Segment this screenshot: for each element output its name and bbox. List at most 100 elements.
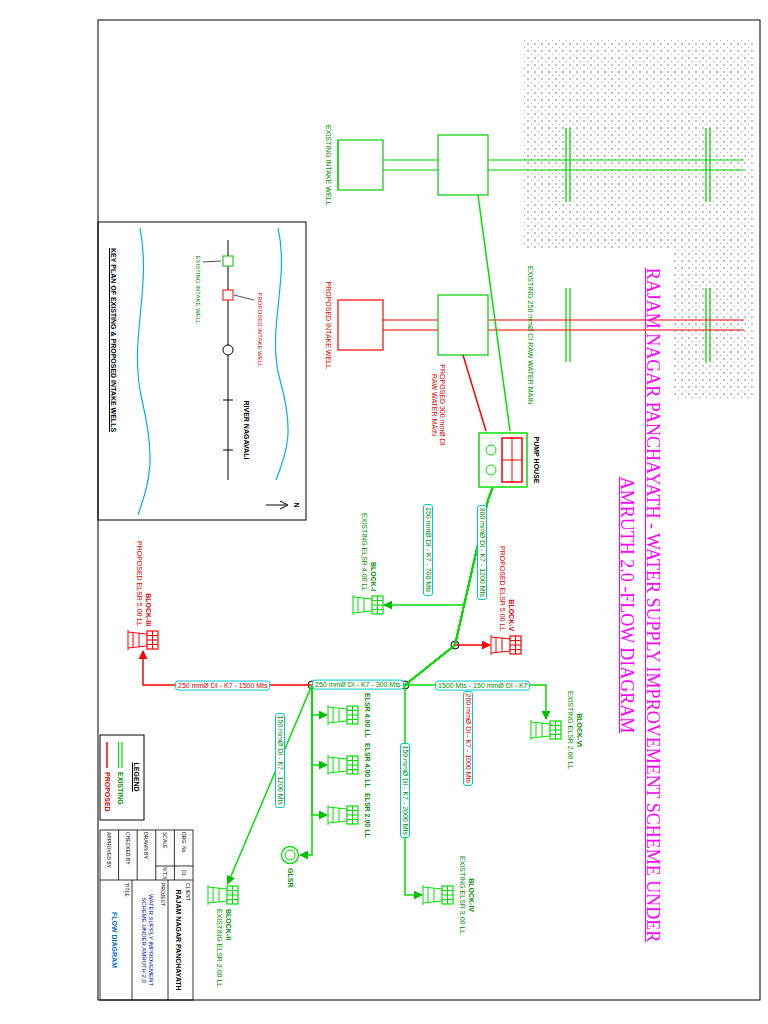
pump-house-symbol (478, 432, 528, 488)
node-heading: ELSR 4.00 LL (362, 693, 371, 738)
node-text-group: BLOCK-IIEXISTING ELSR 2.00 LL (214, 909, 232, 987)
node-symbol (327, 704, 359, 726)
node-symbol (423, 884, 455, 906)
reservoir-node: BLOCK-IVEXISTING ELSR 3.00 LL (423, 856, 476, 934)
reservoir-symbol (352, 594, 384, 616)
pipe-label: 250 mmØ DI - K7 - 300 Mts (312, 680, 404, 690)
structure-label: PROPOSED INTAKE WELL (324, 282, 332, 369)
reservoir-symbol (423, 884, 455, 906)
node-symbol (352, 594, 384, 616)
node-text-group: GLSR (286, 868, 295, 887)
node-text-group: ELSR 4.00 LL (362, 743, 371, 788)
reservoir-node: ELSR 4.00 LL (327, 693, 371, 738)
title-block-field: PROJECT (160, 883, 166, 906)
reservoir-node: ELSR 4.00 LL (327, 743, 371, 788)
title-block-field: DRG. No. (181, 832, 187, 854)
node-heading: BLOCK-III (143, 593, 152, 626)
node-symbol (531, 719, 563, 741)
title-block-field: CHECKED BY (125, 832, 131, 865)
node-heading: BLOCK-VI (574, 713, 583, 747)
reservoir-node: ELSR 2.00 LL (327, 793, 371, 838)
node-symbol (280, 845, 300, 865)
node-text-group: BLOCK-VIEXISTING ELSR 2.00 LL (566, 691, 584, 769)
pipeline (405, 488, 546, 719)
raw-water-main (478, 195, 510, 431)
legend-heading: LEGEND (132, 763, 140, 792)
pipe-note: PROPOSED 300 mmØ DI RAW WATER MAIN (430, 358, 447, 453)
title-block-field: CLIENT (185, 883, 191, 901)
node-symbol (327, 804, 359, 826)
pipe-label: 300 mmØ DI - K7 - 1200 Mts (477, 505, 487, 600)
node-text-group: BLOCK-VPROPOSED ELSR 5.00 LL (497, 546, 515, 631)
node-heading: BLOCK-II (223, 909, 232, 940)
title-block-value: RAJAM NAGAR PANCHAYATH (174, 890, 182, 991)
pipe-label: 150 mmØ DI - K7 - 700 Mts (423, 504, 433, 596)
legend-text: PROPOSED (103, 772, 111, 812)
reservoir-symbol (207, 884, 239, 906)
reservoir-symbol (127, 629, 159, 651)
node-symbol (490, 634, 522, 656)
reservoir-symbol (327, 704, 359, 726)
node-symbol (127, 629, 159, 651)
title-block-field: APPROVED BY (106, 832, 112, 868)
node-text-group: BLOCK-IIIPROPOSED ELSR 5.00 LL (134, 541, 152, 626)
sump-node: GLSR (280, 845, 300, 887)
reservoir-node: BLOCK-IIEXISTING ELSR 2.00 LL (207, 884, 239, 987)
node-detail: PROPOSED ELSR 5.00 LL (134, 541, 143, 626)
title-block (100, 830, 193, 1000)
node-detail: EXISTING ELSR 2.00 LL (566, 691, 575, 769)
node-heading: BLOCK-IV (466, 878, 475, 912)
pipeline (384, 488, 493, 605)
node-symbol (478, 432, 528, 488)
node-detail: PROPOSED ELSR 5.00 LL (497, 546, 506, 631)
key-plan-title: KEY PLAN OF EXISTING & PROPOSED INTAKE W… (109, 248, 117, 432)
legend-box (100, 735, 144, 820)
node-text-group: ELSR 4.00 LL (362, 693, 371, 738)
node-heading: PUMP HOUSE (531, 437, 540, 484)
node-symbol (327, 754, 359, 776)
pipe-label: 200 mmØ DI - K7 - 1000 Mts (463, 691, 473, 786)
title-block-value: WATER SUPPLY IMPROVEMENT SCHEME UNDER AM… (140, 884, 154, 996)
raw-water-main (463, 355, 486, 431)
node-detail: EXISTING ELSR 2.00 LL (214, 909, 223, 987)
node-text-group: BLOCK-IEXISTING ELSR 4.00 LL (359, 513, 377, 591)
reservoir-symbol (490, 634, 522, 656)
reservoir-node: BLOCK-VIEXISTING ELSR 2.00 LL (531, 691, 584, 769)
pipe-label: 250 mmØ DI - K7 - 1500 Mts (175, 680, 270, 690)
pipeline (300, 488, 493, 855)
sump-symbol (280, 845, 300, 865)
diagram-title: RAJAM NAGAR PANCHAYATH - WATER SUPPLY IM… (614, 255, 666, 955)
key-plan-label: EXISTING INTAKE WELL (194, 256, 201, 325)
key-plan (98, 222, 306, 520)
reservoir-node: BLOCK-IIIPROPOSED ELSR 5.00 LL (127, 541, 159, 651)
reservoir-node: BLOCK-VPROPOSED ELSR 5.00 LL (490, 546, 522, 656)
title-block-field: DRAWN BY (144, 832, 150, 859)
title-block-field: SCALE (162, 832, 168, 848)
pipeline (143, 488, 493, 685)
river-bed (523, 40, 754, 400)
title-block-value: FLOW DIAGRAM (110, 912, 118, 968)
existing-intake-well (338, 128, 744, 202)
pump-house: PUMP HOUSE (478, 432, 540, 488)
pipe-label: 1500 Mts - 150 mmØ DI - K7 (435, 680, 530, 690)
sheet-frame (98, 20, 760, 1000)
pipeline (405, 488, 493, 895)
reservoir-node: BLOCK-IEXISTING ELSR 4.00 LL (352, 513, 384, 616)
node-heading: ELSR 4.00 LL (362, 743, 371, 788)
node-symbol (207, 884, 239, 906)
title-block-field: TITLE (124, 883, 130, 897)
pipe-label: 150 mmØ DI - K7 - 2000 Mts (400, 743, 410, 838)
legend-text: EXISTING (116, 772, 124, 805)
reservoir-symbol (327, 754, 359, 776)
node-text-group: PUMP HOUSE (531, 437, 540, 484)
north-mark: N (292, 503, 300, 508)
pipe-note: EXISTING 250 mmØ CI RAW WATER MAIN (526, 266, 534, 404)
node-heading: ELSR 2.00 LL (362, 793, 371, 838)
pipe-label: 150 mmØ DI - K7 - 1200 Mts (275, 713, 285, 808)
node-heading: GLSR (286, 868, 295, 887)
proposed-intake-well (338, 288, 744, 362)
river-name: RIVER NAGAVALI (242, 401, 250, 460)
node-heading: BLOCK-V (506, 599, 515, 631)
node-heading: BLOCK-I (368, 562, 377, 591)
